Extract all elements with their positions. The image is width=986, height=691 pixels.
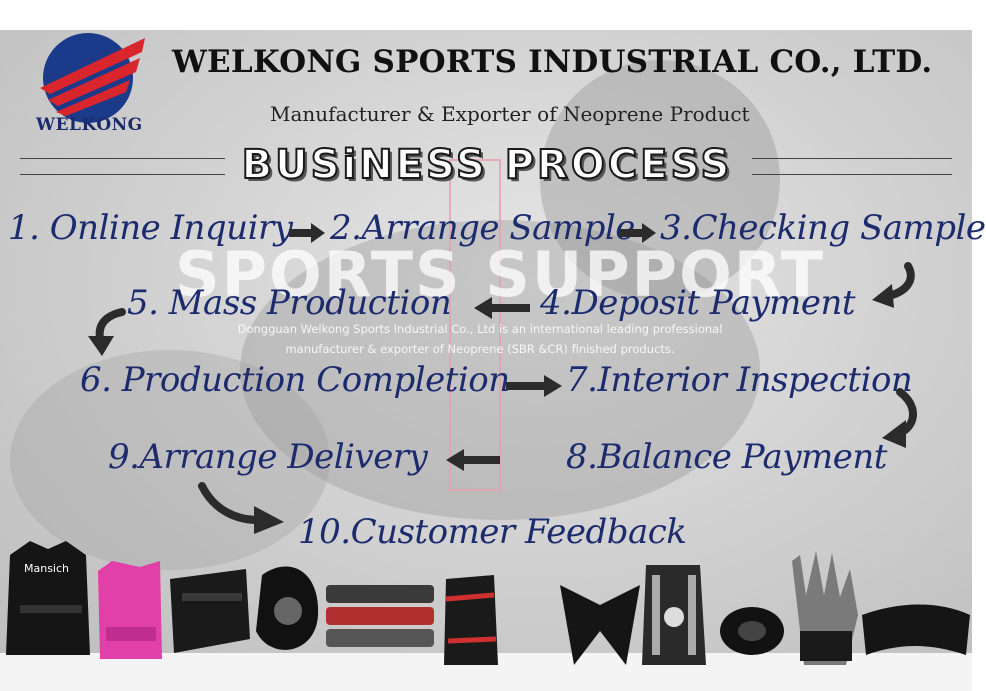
waist-belt-image (170, 569, 250, 653)
arrow-right-icon (506, 375, 562, 397)
step-production-completion: 6. Production Completion (80, 360, 510, 400)
wrist-wraps-image (326, 585, 434, 647)
knee-sleeve-image (444, 575, 498, 665)
vest-brand-label: Mansich (24, 562, 70, 575)
step-mass-production: 5. Mass Production (127, 283, 452, 323)
product-showcase (0, 541, 972, 691)
watermark-line-2: manufacturer & exporter of Neoprene (SBR… (285, 342, 675, 356)
step-arrange-delivery: 9.Arrange Delivery (108, 437, 428, 477)
arrow-right-icon (620, 223, 656, 243)
arrow-curve-right-icon (198, 482, 284, 534)
waist-trainer-vest-image (98, 561, 162, 659)
company-name: WELKONG SPORTS INDUSTRIAL CO., LTD. (172, 44, 933, 80)
background-photo (0, 30, 972, 660)
hinged-knee-brace-image (642, 565, 706, 665)
section-heading: BUSiNESS PROCESS (241, 141, 733, 189)
knee-brace-image (256, 566, 319, 650)
heading-rule-right-bottom (752, 174, 952, 175)
arrow-curve-down-icon (872, 262, 915, 308)
heading-rule-left-bottom (20, 174, 225, 175)
step-arrange-sample: 2.Arrange Sample (330, 208, 635, 248)
heading-rule-left-top (20, 158, 225, 159)
back-support-belt-image (862, 604, 970, 655)
athlete-silhouette (10, 60, 780, 570)
arrow-left-icon (446, 449, 500, 471)
step-deposit-payment: 4.Deposit Payment (540, 283, 856, 323)
heading-rule-right-top (752, 158, 952, 159)
watermark-title: SPORTS SUPPORT (174, 238, 826, 311)
watermark-line-1: Dongguan Welkong Sports Industrial Co., … (237, 322, 723, 336)
arrow-curve-down-icon (88, 308, 126, 356)
neoprene-band-image (720, 607, 784, 655)
glove-wrist-support-image (792, 551, 858, 665)
life-vest-image (6, 541, 90, 655)
posture-corrector-image (560, 585, 640, 665)
welkong-logo-icon (40, 33, 145, 123)
arrow-right-icon (289, 223, 325, 243)
tagline: Manufacturer & Exporter of Neoprene Prod… (270, 102, 750, 126)
step-customer-feedback: 10.Customer Feedback (298, 512, 687, 552)
step-balance-payment: 8.Balance Payment (566, 437, 887, 477)
arrow-curve-down-icon (882, 388, 917, 448)
logo-text: WELKONG (36, 115, 143, 135)
step-checking-sample: 3.Checking Sample (660, 208, 986, 248)
step-interior-inspection: 7.Interior Inspection (566, 360, 913, 400)
step-online-inquiry: 1. Online Inquiry (8, 208, 293, 248)
arrow-left-icon (474, 297, 530, 319)
